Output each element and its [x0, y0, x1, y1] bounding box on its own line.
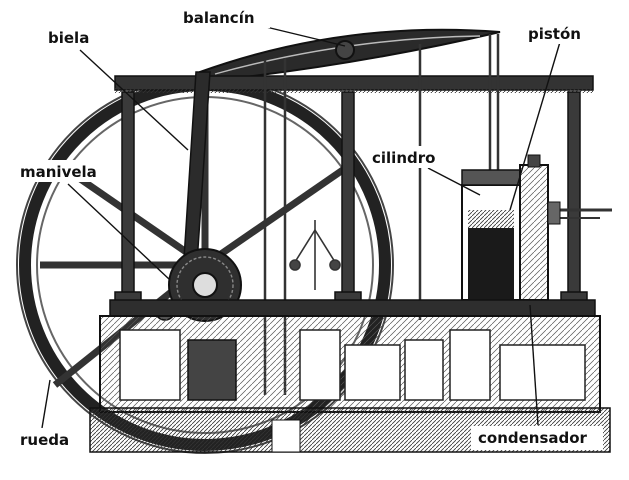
label-piston: pistón — [528, 25, 581, 43]
piston-chest — [519, 154, 612, 301]
label-manivela: manivela — [20, 163, 97, 181]
leader-lines — [41, 25, 561, 429]
label-cilindro: cilindro — [372, 149, 435, 167]
label-biela: biela — [48, 29, 89, 47]
label-rueda: rueda — [20, 431, 69, 449]
cylinder — [461, 169, 521, 301]
label-backgrounds — [14, 6, 603, 450]
engine-base — [89, 299, 611, 453]
governor — [289, 220, 341, 290]
beam — [199, 28, 501, 84]
top-frame — [114, 75, 594, 91]
label-condensador: condensador — [478, 429, 588, 447]
label-balancin: balancín — [183, 9, 255, 27]
